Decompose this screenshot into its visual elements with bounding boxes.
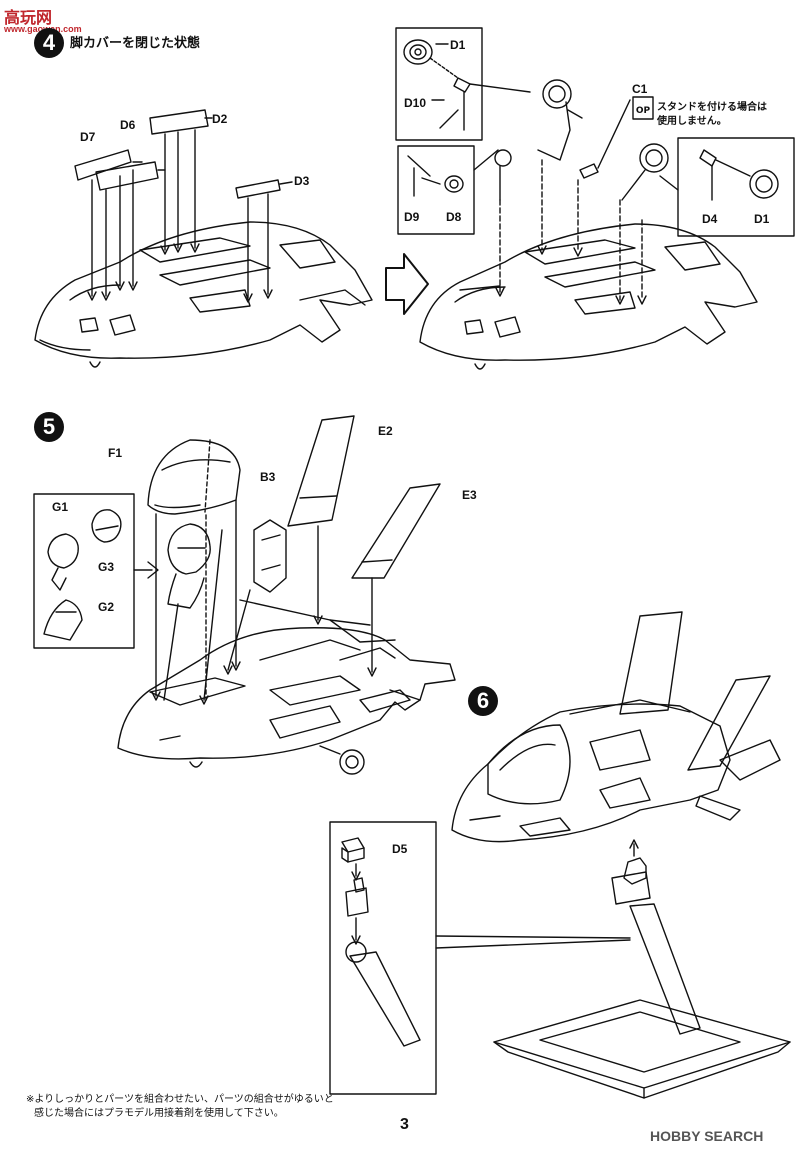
hobby-search-watermark: HOBBY SEARCH	[650, 1128, 763, 1144]
page-number: 3	[400, 1116, 409, 1133]
detail-box-d9-d8	[397, 145, 475, 235]
part-label-g1: G1	[52, 500, 69, 514]
op-badge: OP	[635, 106, 651, 116]
op-note-line1: スタンドを付ける場合は	[657, 102, 767, 113]
op-badge-box	[632, 96, 654, 120]
part-label-d9: D9	[404, 210, 420, 224]
part-label-b3: B3	[260, 470, 276, 484]
part-label-f1: F1	[108, 446, 123, 460]
pilot-figure-mid	[167, 523, 211, 609]
step-4-title: 脚カバーを閉じた状態	[70, 36, 201, 51]
hobby-search-logo: HOBBY SEARCH	[650, 1128, 764, 1144]
part-label-d6: D6	[120, 118, 136, 132]
part-label-g2: G2	[98, 600, 115, 614]
part-label-d7: D7	[80, 130, 96, 144]
part-label-e2: E2	[378, 424, 393, 438]
stand-parts-inset	[341, 837, 421, 1047]
wheel-assembly-right	[621, 143, 669, 201]
watermark-text: 高玩网	[4, 10, 53, 27]
detail-box-d4-d1	[677, 137, 795, 237]
step-number: 4	[42, 30, 56, 55]
part-label-d4: D4	[702, 212, 718, 226]
aircraft-step4-left	[34, 221, 373, 368]
stand-base	[493, 903, 791, 1099]
op-note-line2: 使用しません。	[657, 116, 727, 127]
canopy-f1	[147, 439, 241, 515]
step-5-badge: 5	[34, 412, 64, 442]
aircraft-step6	[451, 611, 781, 843]
step-number: 5	[42, 414, 56, 439]
wheel-assembly-mid	[537, 79, 583, 161]
aircraft-step5	[117, 599, 456, 775]
part-label-d1: D1	[450, 38, 466, 52]
part-label-d5: D5	[392, 842, 408, 856]
part-label-d3: D3	[294, 174, 310, 188]
part-label-g3: G3	[98, 560, 115, 574]
watermark-logo: 高玩网	[4, 4, 52, 28]
aircraft-step4-right	[419, 223, 758, 370]
footer-note-line2: 感じた場合にはプラモデル用接着剤を使用して下さい。	[34, 1108, 284, 1119]
step-6-badge: 6	[468, 686, 498, 716]
part-label-e3: E3	[462, 488, 477, 502]
pilot-parts-g	[43, 509, 122, 641]
part-label-c1: C1	[632, 82, 648, 96]
wheel-d1-top	[403, 39, 433, 65]
part-label-d10: D10	[404, 96, 427, 110]
detail-box-pilot	[33, 493, 135, 649]
detail-box-stand	[329, 821, 437, 1095]
part-label-d8: D8	[446, 210, 462, 224]
footer-note-line1: ※よりしっかりとパーツを組合わせたい、パーツの組合せがゆるいと	[26, 1094, 334, 1105]
part-label-d2: D2	[212, 112, 228, 126]
step-number: 6	[476, 688, 490, 713]
step-arrow	[385, 253, 429, 315]
detail-box-d1-d10	[395, 27, 483, 141]
step-4-badge: 4	[34, 28, 64, 58]
parts-d2-d3-d6-d7	[74, 109, 293, 303]
part-label-d1-right: D1	[754, 212, 770, 226]
